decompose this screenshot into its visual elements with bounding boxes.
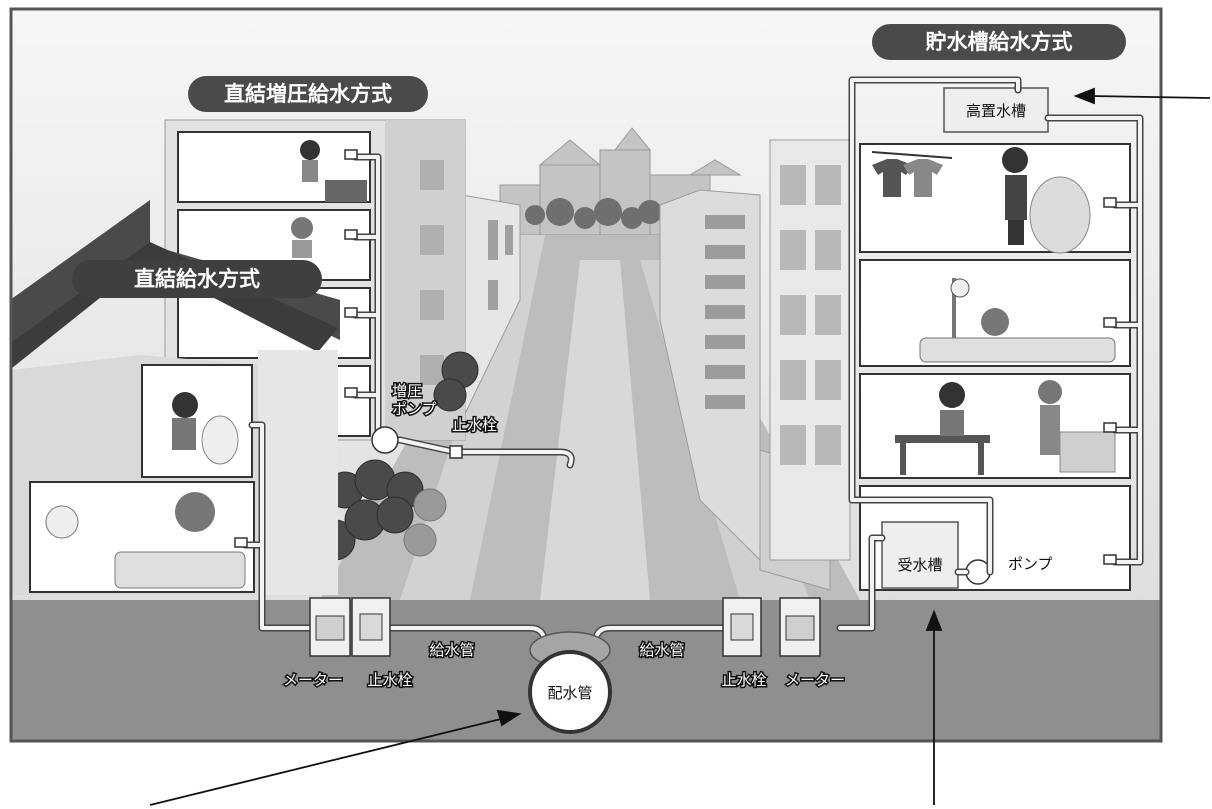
dining-scene — [895, 380, 1116, 475]
faucet-icons — [234, 149, 1117, 565]
pill-tank: 貯水槽給水方式 — [872, 24, 1126, 60]
meter-box-left — [309, 597, 391, 657]
mid-buildings-right — [659, 139, 851, 591]
distant-trees — [525, 198, 662, 229]
diagram-frame — [9, 7, 1163, 743]
pill-direct: 直結給水方式 — [72, 260, 322, 298]
stop-valve-upper-icon — [449, 445, 463, 459]
callout-arrows — [149, 87, 1211, 806]
booster-pump-icon — [371, 426, 399, 454]
pump-icon — [965, 559, 991, 585]
meter-right-label: メーター — [785, 671, 845, 689]
pill-booster: 直結増圧給水方式 — [188, 76, 428, 112]
street-trees — [314, 351, 479, 561]
bath-scene — [919, 278, 1116, 363]
stop-valve-left-label: 止水栓 — [367, 671, 412, 689]
elevated-tank-label: 高置水槽 — [966, 102, 1026, 120]
house-people — [45, 392, 246, 589]
tank-system-building: 高置水槽 受水槽 ポンプ — [859, 87, 1131, 591]
stop-valve-upper-label: 止水栓 — [452, 416, 497, 434]
supply-pipes — [241, 76, 1144, 649]
booster-floor-people — [291, 140, 367, 258]
distribution-main-label: 配水管 — [547, 684, 592, 702]
light-trees — [403, 488, 447, 557]
meter-box-right — [722, 597, 821, 657]
meter-left-label: メーター — [283, 671, 343, 689]
pump-label: ポンプ — [1008, 555, 1053, 573]
system-tank-title: 貯水槽給水方式 — [926, 30, 1073, 54]
laundry-scene — [871, 147, 1091, 254]
supply-pipe-left-label: 給水管 — [429, 641, 474, 659]
receiving-tank-label: 受水槽 — [897, 556, 942, 574]
receiving-tank — [881, 521, 959, 589]
stop-valve-right-label: 止水栓 — [721, 671, 766, 689]
supply-pipe-right-label: 給水管 — [639, 641, 684, 659]
distribution-main — [528, 631, 612, 734]
booster-pump-label-2: ポンプ — [392, 400, 437, 418]
booster-pump-label-1: 増圧 — [392, 382, 422, 400]
system-direct-title: 直結給水方式 — [134, 267, 260, 291]
system-booster-title: 直結増圧給水方式 — [224, 82, 392, 106]
elevated-tank — [943, 87, 1049, 133]
